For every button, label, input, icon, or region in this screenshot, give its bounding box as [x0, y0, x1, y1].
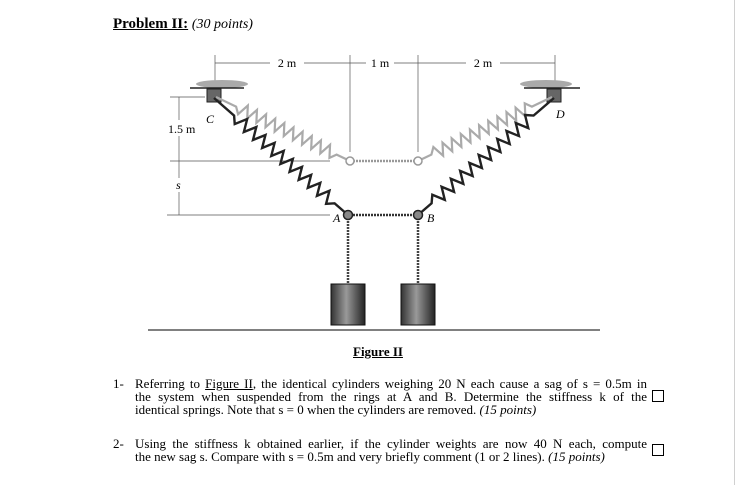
figure-link[interactable]: Figure II: [205, 376, 253, 391]
question-2-checkbox[interactable]: [652, 444, 664, 456]
ring-b: [412, 209, 424, 221]
problem-title: Problem II: (30 points): [113, 16, 253, 33]
question-number: 2-: [113, 436, 124, 451]
question-points: (15 points): [479, 402, 537, 417]
problem-label: Problem II:: [113, 16, 189, 32]
label-b: B: [427, 211, 435, 225]
question-number: 1-: [113, 376, 124, 391]
question-line: identical springs. Note that s = 0 when …: [135, 403, 647, 416]
dim-right: 2 m: [474, 56, 493, 70]
spring-loaded-left: [213, 97, 349, 216]
dim-middle: 1 m: [371, 56, 390, 70]
dim-sag: s: [176, 178, 181, 192]
dim-height: 1.5 m: [168, 122, 196, 136]
dim-left: 2 m: [278, 56, 297, 70]
question-line: the new sag s. Compare with s = 0.5m and…: [135, 450, 647, 463]
dimension-lines: [167, 55, 556, 216]
text: identical springs. Note that s = 0 when …: [135, 402, 477, 417]
cylinder-b: [400, 283, 436, 326]
upper-ring-left: [345, 156, 355, 166]
label-a: A: [332, 211, 341, 225]
spring-loaded-right: [417, 97, 555, 216]
ring-a: [342, 209, 354, 221]
text: Referring to: [135, 376, 206, 391]
question-line: Using the stiffness k obtained earlier, …: [135, 436, 647, 451]
cylinder-a: [330, 283, 366, 326]
figure-caption: Figure II: [353, 344, 403, 359]
label-c: C: [206, 112, 215, 126]
label-d: D: [555, 107, 565, 121]
text: , the identical cylinders weighing 20 N …: [252, 376, 647, 391]
spring-unloaded-right: [417, 96, 553, 162]
question-line: Referring to Figure II, the identical cy…: [135, 377, 647, 390]
question-points: (15 points): [548, 449, 605, 464]
page-border: [734, 0, 735, 485]
upper-ring-right: [413, 156, 423, 166]
text: the new sag s. Compare with s = 0.5m and…: [135, 449, 545, 464]
problem-points: (30 points): [191, 17, 253, 32]
question-1-checkbox[interactable]: [652, 390, 664, 402]
question-line: the system when suspended from the rings…: [135, 389, 647, 404]
